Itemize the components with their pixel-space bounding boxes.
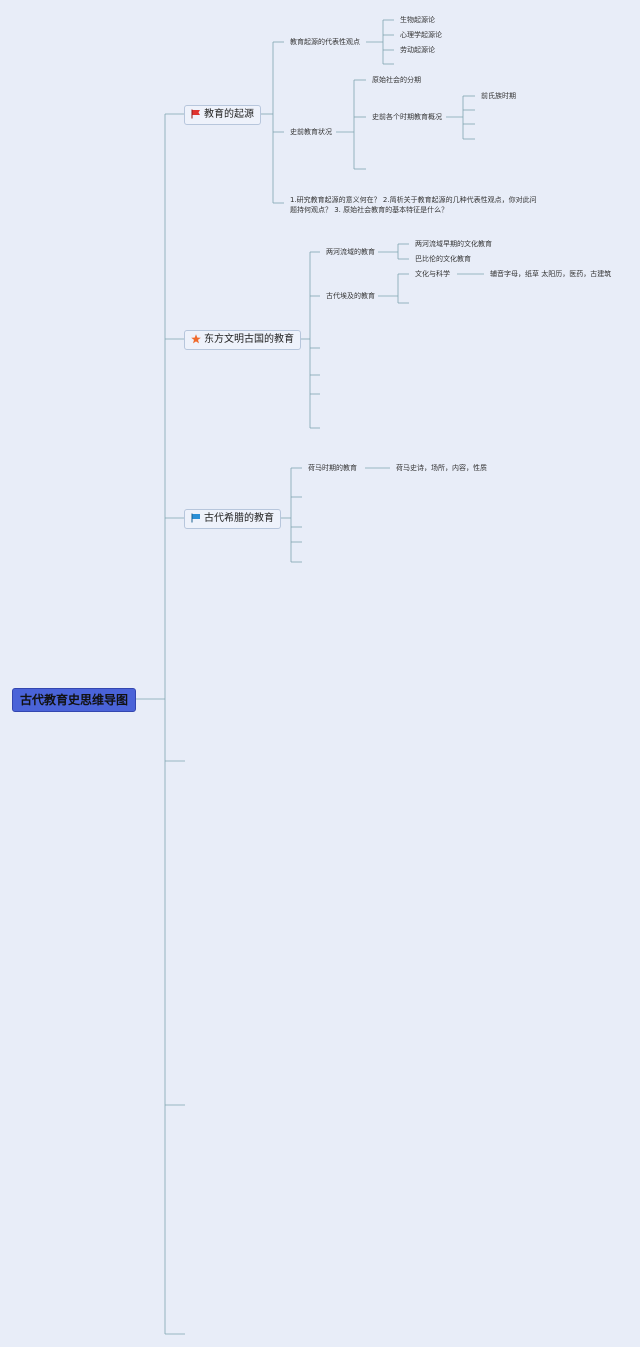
subtopic-prehistoric-periods-overview[interactable]: 史前各个时期教育概况 [372,113,442,121]
leaf-egypt-achievements[interactable]: 辅音字母，纸草 太阳历，医药，古建筑 [490,270,612,278]
root-topic[interactable]: 古代教育史思维导图 [12,688,136,712]
leaf-mesopotamia-early-culture[interactable]: 两河流域早期的文化教育 [415,240,492,248]
leaf-pre-clan-period[interactable]: 前氏族时期 [481,92,516,100]
topic-origin-of-education[interactable]: 教育的起源 [184,105,261,125]
leaf-biological-theory[interactable]: 生物起源论 [400,16,435,24]
topic-eastern-civilizations[interactable]: 东方文明古国的教育 [184,330,301,350]
leaf-labor-theory[interactable]: 劳动起源论 [400,46,435,54]
blue-flag-icon [191,513,201,523]
subtopic-mesopotamia-education[interactable]: 两河流域的教育 [326,248,375,256]
review-questions[interactable]: 1.研究教育起源的意义何在？ 2.简析关于教育起源的几种代表性观点，你对此问题持… [290,196,537,214]
orange-star-icon [191,334,201,344]
topic-label: 教育的起源 [204,109,254,120]
leaf-homeric-epics[interactable]: 荷马史诗，场所，内容，性质 [396,464,487,472]
topic-label: 古代希腊的教育 [204,513,274,524]
subtopic-prehistoric-education[interactable]: 史前教育状况 [290,128,332,136]
topic-ancient-greece[interactable]: 古代希腊的教育 [184,509,281,529]
red-flag-icon [191,109,201,119]
leaf-primitive-society-periods[interactable]: 原始社会的分期 [372,76,421,84]
subtopic-homeric-education[interactable]: 荷马时期的教育 [308,464,357,472]
subtopic-representative-views[interactable]: 教育起源的代表性观点 [290,38,360,46]
leaf-psychological-theory[interactable]: 心理学起源论 [400,31,442,39]
leaf-babylon-culture[interactable]: 巴比伦的文化教育 [415,255,471,263]
subtopic-culture-and-science[interactable]: 文化与科学 [415,270,450,278]
topic-label: 东方文明古国的教育 [204,334,294,345]
subtopic-egypt-education[interactable]: 古代埃及的教育 [326,292,375,300]
